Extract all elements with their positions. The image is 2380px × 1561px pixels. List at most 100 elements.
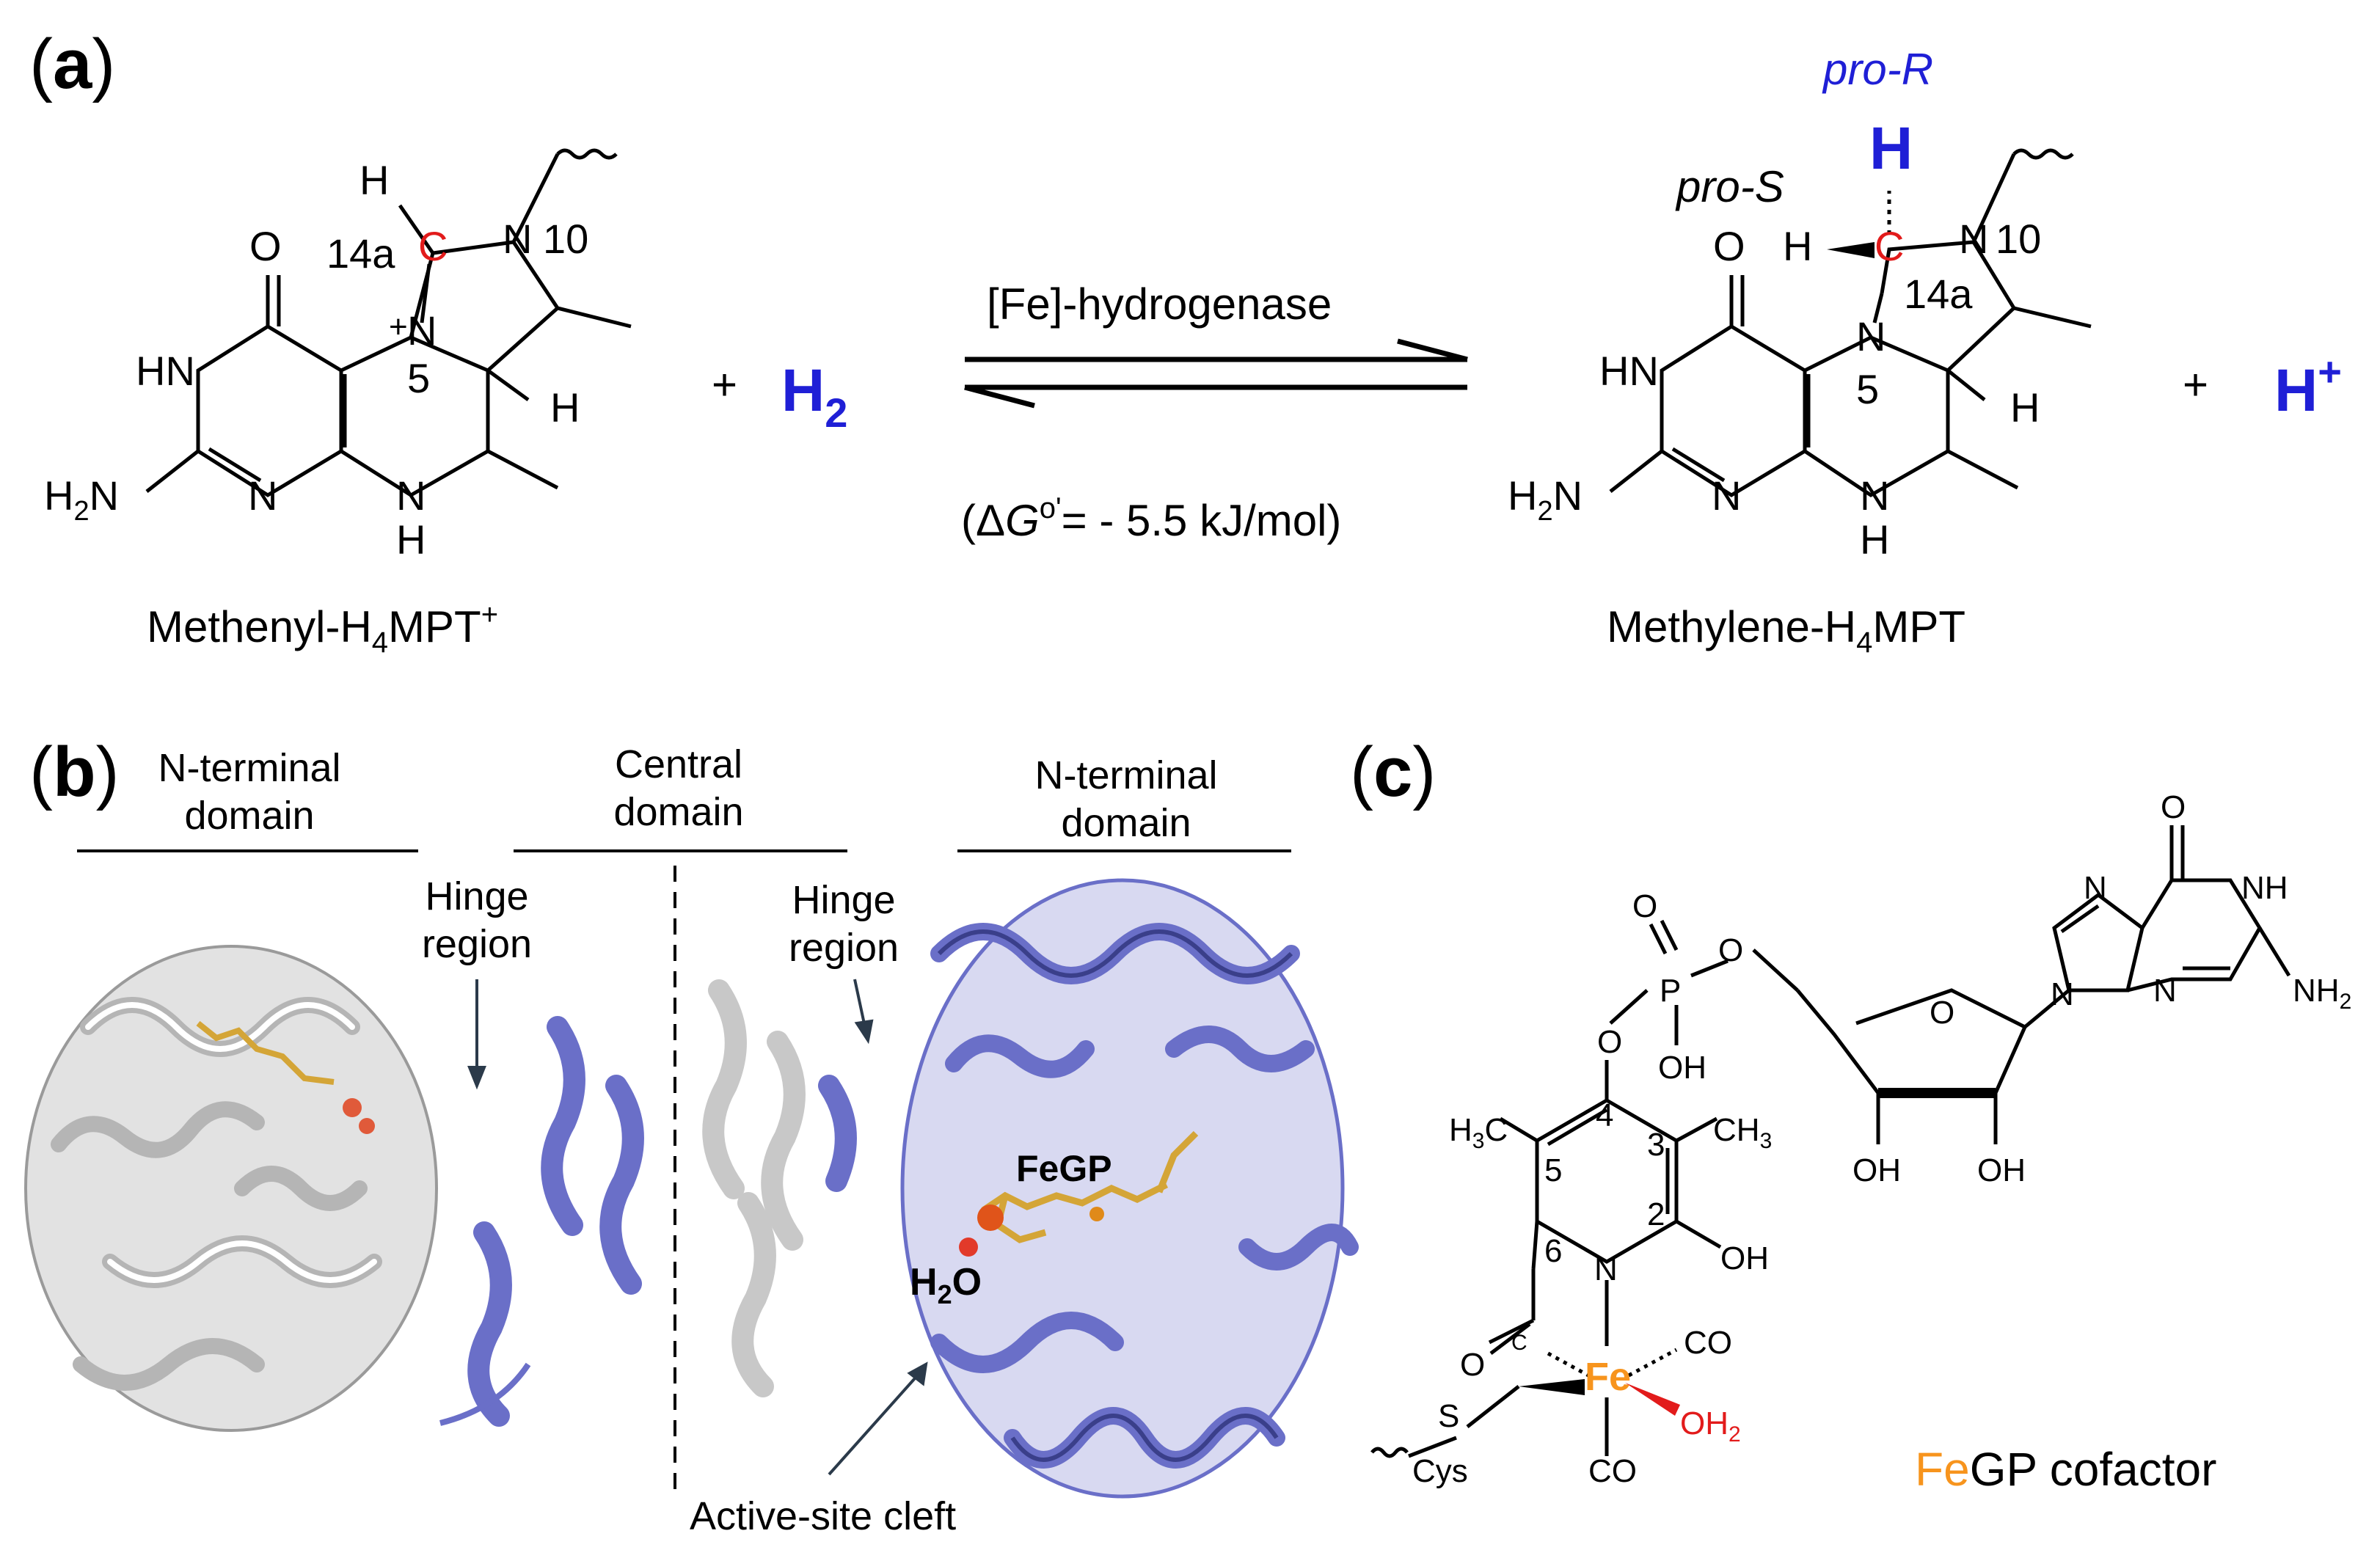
svg-text:N: N (1860, 472, 1889, 519)
methylene-h4mpt-structure (1609, 148, 2092, 497)
svg-text:P: P (1660, 973, 1681, 1009)
svg-text:N: N (2051, 976, 2074, 1012)
svg-text:domain: domain (1061, 801, 1191, 845)
svg-text:CH3: CH3 (1713, 1112, 1772, 1153)
svg-text:(a): (a) (29, 25, 115, 103)
svg-text:N: N (2153, 973, 2177, 1009)
svg-text:OH2: OH2 (1680, 1405, 1741, 1447)
svg-text:O: O (1597, 1024, 1622, 1060)
enzyme-label: [Fe]-hydrogenase (987, 279, 1332, 329)
svg-text:H: H (2010, 384, 2040, 431)
svg-text:Hinge: Hinge (425, 874, 528, 918)
domain-labels: N-terminal domain Central domain N-termi… (158, 742, 1217, 970)
svg-text:N: N (2084, 870, 2107, 906)
svg-text:14a: 14a (1904, 271, 1973, 317)
svg-text:H3C: H3C (1449, 1112, 1508, 1153)
fegp-atom-labels: O P O O OH O OH OH N N O NH N NH2 H3C CH… (1412, 789, 2351, 1489)
svg-text:O: O (1718, 932, 1743, 968)
svg-text:(c): (c) (1350, 733, 1436, 811)
domain-rules (77, 849, 1291, 1496)
h2-label: H2 (781, 357, 847, 436)
cleft-label: Active-site cleft (690, 1494, 956, 1538)
svg-text:OH: OH (1852, 1152, 1901, 1188)
svg-text:10: 10 (543, 216, 588, 262)
panel-b-label: b (53, 733, 96, 811)
delta-g-label: (ΔGo'= - 5.5 kJ/mol) (961, 492, 1341, 545)
svg-text:N: N (503, 216, 532, 262)
svg-text:4: 4 (1596, 1097, 1613, 1133)
svg-text:N: N (407, 307, 437, 354)
svg-text:5: 5 (1856, 366, 1879, 412)
panel-c-label: c (1373, 733, 1412, 811)
svg-text:O: O (1713, 223, 1745, 269)
water-label: H2O (910, 1261, 982, 1309)
methylene-atom-labels: O HN H2N N N H N 5 C 14a H N 10 H (1508, 216, 2041, 563)
svg-text:H2N: H2N (44, 472, 119, 527)
svg-text:H: H (359, 157, 389, 203)
protein-right-blue (900, 878, 1359, 1499)
svg-text:N: N (1959, 216, 1988, 262)
pro-s-label: pro-S (1675, 162, 1784, 211)
svg-text:OH: OH (1658, 1050, 1706, 1086)
svg-text:HN: HN (1599, 348, 1659, 394)
svg-text:N-terminal: N-terminal (158, 746, 340, 790)
fegp-label: FeGP (1016, 1148, 1112, 1189)
svg-text:N: N (396, 472, 426, 519)
svg-text:H: H (550, 384, 580, 431)
svg-text:O: O (1460, 1347, 1485, 1383)
svg-text:OH: OH (1977, 1152, 2026, 1188)
methenyl-atom-labels: O HN H2N N N H N + 5 C 14a H N 10 H (44, 157, 588, 563)
svg-text:N: N (248, 472, 277, 519)
svg-text:H: H (1783, 223, 1812, 269)
svg-text:14a: 14a (326, 230, 395, 277)
svg-text:region: region (422, 922, 532, 966)
protein-left-gray (24, 945, 438, 1432)
svg-text:O: O (1632, 888, 1657, 924)
svg-text:5: 5 (1544, 1152, 1562, 1188)
svg-text:domain: domain (184, 794, 314, 838)
svg-text:10: 10 (1996, 216, 2041, 262)
svg-text:domain: domain (613, 790, 743, 834)
pointer-arrows (467, 979, 928, 1476)
svg-text:5: 5 (407, 355, 430, 401)
reactant-name: Methenyl-H4MPT+ (147, 599, 498, 659)
svg-text:C: C (418, 223, 448, 269)
svg-text:CO: CO (1588, 1453, 1637, 1489)
svg-text:H2N: H2N (1508, 472, 1583, 527)
svg-text:O: O (249, 223, 282, 269)
svg-text:Central: Central (615, 742, 742, 786)
fegp-structure (1370, 825, 2291, 1458)
panel-a: (a) O HN H2N N N (29, 25, 2342, 659)
svg-text:HN: HN (136, 348, 195, 394)
svg-text:+: + (389, 309, 408, 345)
svg-text:C: C (1875, 223, 1904, 269)
product-name: Methylene-H4MPT (1607, 602, 1965, 659)
svg-text:H: H (1860, 516, 1889, 563)
pro-r-hydrogen: H (1869, 115, 1913, 182)
svg-text:(b): (b) (29, 733, 120, 811)
wedge-bond (1827, 242, 1875, 258)
fegp-cofactor-label: FeGP cofactor (1915, 1443, 2216, 1496)
svg-text:NH: NH (2241, 870, 2288, 906)
svg-text:NH2: NH2 (2293, 973, 2351, 1014)
methenyl-h4mpt-structure (145, 148, 632, 497)
svg-text:O: O (1930, 995, 1954, 1031)
fe-atom: Fe (1585, 1355, 1631, 1399)
svg-text:CO: CO (1684, 1325, 1732, 1361)
panel-c: (c) (1350, 733, 2351, 1496)
svg-text:Cys: Cys (1412, 1453, 1468, 1489)
pro-r-label: pro-R (1822, 45, 1933, 94)
svg-text:H: H (396, 516, 426, 563)
svg-text:C: C (1511, 1331, 1527, 1355)
svg-text:O: O (2161, 789, 2186, 825)
equilibrium-arrows (964, 338, 1468, 409)
svg-text:N-terminal: N-terminal (1034, 753, 1217, 797)
svg-text:2: 2 (1647, 1196, 1665, 1232)
svg-text:3: 3 (1647, 1127, 1665, 1163)
svg-text:N: N (1856, 313, 1886, 359)
svg-text:N: N (1712, 472, 1741, 519)
svg-text:S: S (1438, 1398, 1459, 1434)
h-plus-label: H+ (2274, 348, 2342, 424)
panel-b: (b) N-terminal domain Central domain N-t… (24, 733, 1359, 1538)
